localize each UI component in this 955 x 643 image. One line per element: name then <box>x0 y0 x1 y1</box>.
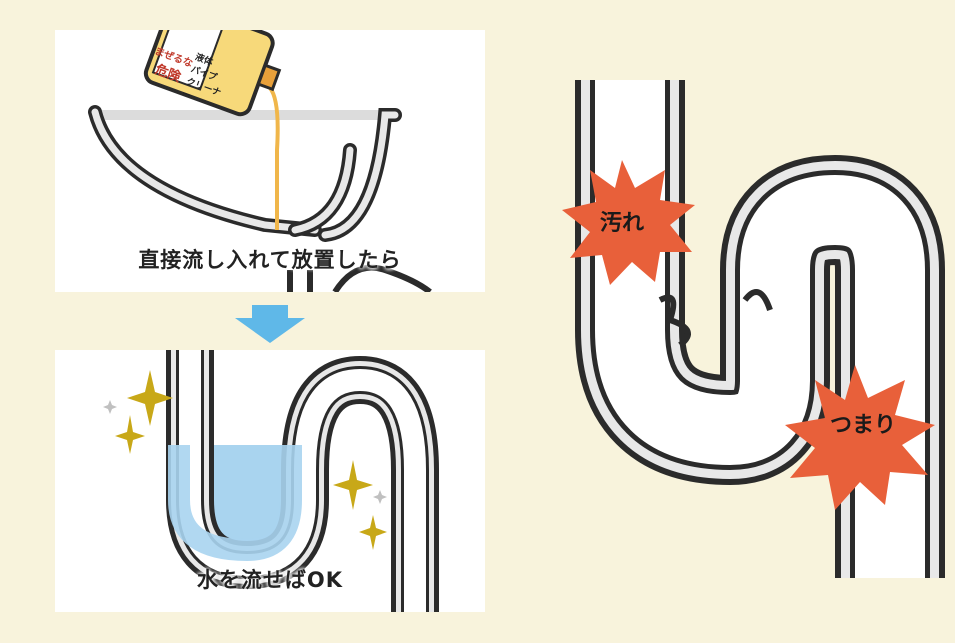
sparkle-icons <box>115 370 387 550</box>
sink-rim <box>100 110 400 120</box>
panel-flush-water: 水を流せばOK <box>55 350 485 612</box>
sparkle-icon <box>333 460 373 510</box>
caption-flush-water: 水を流せばOK <box>196 568 344 592</box>
sparkle-small-icons <box>103 400 387 504</box>
sparkle-icon <box>115 415 145 454</box>
sink-bowl-outline <box>88 105 322 237</box>
trap-water-illustration <box>103 350 439 612</box>
dirt-buildup <box>658 289 773 348</box>
dirt-label: 汚れ <box>599 211 644 236</box>
sparkle-icon <box>359 515 387 550</box>
cleaner-stream <box>268 86 280 230</box>
clog-label: つまり <box>829 413 896 438</box>
sparkle-small-icon <box>103 400 117 414</box>
sparkle-small-icon <box>373 490 387 504</box>
cleaner-bottle <box>143 30 282 117</box>
drain-trap-pipe <box>575 80 945 578</box>
sink-illustration <box>88 30 432 292</box>
caption-pour-directly: 直接流し入れて放置したら <box>138 248 402 272</box>
panel-pour-directly: 直接流し入れて放置したら <box>55 30 485 292</box>
down-arrow-icon <box>235 305 305 343</box>
sparkle-icon <box>127 370 173 426</box>
